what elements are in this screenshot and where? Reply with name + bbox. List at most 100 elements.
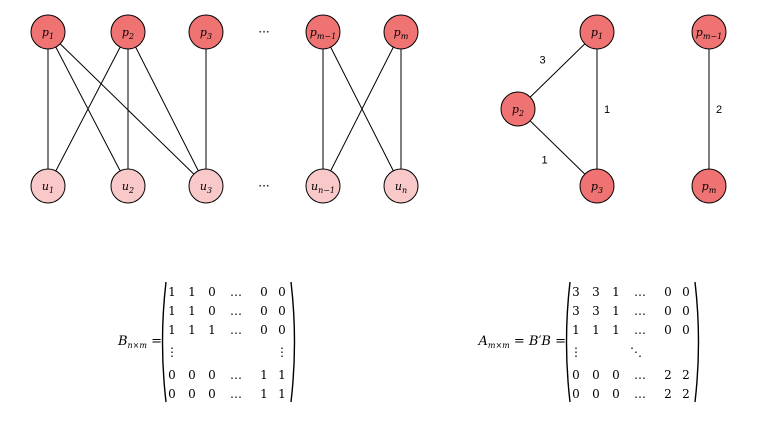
matrix-cell: 0 <box>208 368 216 382</box>
matrix-cell: ⋮ <box>276 345 288 359</box>
matrix-cell: … <box>634 387 646 401</box>
user-node-3 <box>188 168 224 204</box>
user-node-2 <box>110 168 146 204</box>
matrix-cell: 1 <box>260 387 268 401</box>
product-node-3-label: p3 <box>200 26 212 41</box>
matrix-cell: 0 <box>208 285 216 299</box>
projection-node-2 <box>500 91 536 127</box>
matrix-cell: 0 <box>612 387 620 401</box>
matrix-cell: … <box>634 304 646 318</box>
matrix-cell: 0 <box>592 368 600 382</box>
projection-node-4 <box>691 14 727 50</box>
user-node-5 <box>383 168 419 204</box>
matrix-right-paren <box>694 281 700 403</box>
matrix-cell: 0 <box>278 323 286 337</box>
projection-edge <box>517 31 598 110</box>
matrix-cell: 1 <box>278 368 286 382</box>
matrix-cell: 1 <box>612 323 620 337</box>
projection-node-3 <box>579 168 615 204</box>
bipartite-edges <box>47 31 402 187</box>
matrix-cell: 2 <box>682 368 690 382</box>
matrix-cell: 3 <box>572 304 580 318</box>
matrix-a-label: Am×m = B′B = <box>477 334 566 350</box>
matrix-cell: 1 <box>188 304 196 318</box>
matrix-cell: … <box>230 285 242 299</box>
projection-node-3-label: p3 <box>591 180 603 195</box>
matrix-cell: ⋱ <box>630 345 642 359</box>
edge-weight-label: 1 <box>604 104 610 116</box>
product-node-3 <box>188 14 224 50</box>
projection-node-1 <box>579 14 615 50</box>
matrix-cell: 1 <box>278 387 286 401</box>
matrix-cell: … <box>230 323 242 337</box>
matrix-cell: ⋮ <box>166 345 178 359</box>
matrix-right-paren <box>290 281 296 403</box>
matrix-cell: ⋮ <box>570 345 582 359</box>
matrix-cell: … <box>230 387 242 401</box>
product-node-4-label: pm−1 <box>310 26 336 41</box>
matrix-cell: 2 <box>664 387 672 401</box>
matrix-cell: 0 <box>208 304 216 318</box>
matrix-cell: 3 <box>572 285 580 299</box>
product-node-5-label: pm <box>394 26 409 41</box>
matrix-cell: … <box>634 368 646 382</box>
edge-weight-label: 1 <box>541 155 547 167</box>
matrix-cell: 0 <box>260 323 268 337</box>
matrix-cell: 0 <box>168 368 176 382</box>
matrix-cell: 0 <box>188 387 196 401</box>
matrix-cell: 1 <box>260 368 268 382</box>
user-node-5-label: un <box>395 180 407 195</box>
projection-node-5-label: pm <box>702 180 717 195</box>
matrix-cell: 1 <box>188 285 196 299</box>
product-ellipsis: ··· <box>258 25 269 39</box>
product-node-5 <box>383 14 419 50</box>
matrix-cell: 1 <box>572 323 580 337</box>
matrix-cell: 0 <box>682 285 690 299</box>
user-node-3-label: u3 <box>200 180 212 195</box>
bipartite-edge <box>47 31 207 187</box>
matrix-cell: 3 <box>592 285 600 299</box>
projection-edges: 3 1 1 2 <box>517 31 722 187</box>
matrix-cell: 1 <box>208 323 216 337</box>
matrix-cell: 1 <box>592 323 600 337</box>
user-node-4-label: un−1 <box>311 180 335 195</box>
edge-weight-label: 3 <box>539 55 545 67</box>
projection-node-5 <box>691 168 727 204</box>
projection-edge <box>517 108 598 187</box>
matrix-cell: 0 <box>664 304 672 318</box>
edge-weight-label: 2 <box>716 104 722 116</box>
projection-node-1-label: p1 <box>591 26 603 41</box>
product-node-1 <box>30 14 66 50</box>
matrix-cell: 0 <box>682 304 690 318</box>
matrix-cell: 0 <box>664 285 672 299</box>
matrix-cell: 1 <box>612 285 620 299</box>
matrix-cell: … <box>230 304 242 318</box>
matrix-cell: 0 <box>208 387 216 401</box>
matrix-cell: 0 <box>612 368 620 382</box>
user-node-1-label: u1 <box>42 180 54 195</box>
projection-node-4-label: pm−1 <box>696 26 722 41</box>
bipartite-edge <box>47 31 129 187</box>
matrix-cell: 0 <box>168 387 176 401</box>
bipartite-edge <box>322 31 402 187</box>
matrix-cell: 1 <box>612 304 620 318</box>
matrix-cell: 0 <box>572 387 580 401</box>
matrix-left-paren <box>161 281 167 403</box>
matrix-cell: 0 <box>592 387 600 401</box>
matrix-cell: 0 <box>260 304 268 318</box>
user-ellipsis: ··· <box>258 179 269 193</box>
matrix-cell: … <box>634 285 646 299</box>
matrix-cell: 0 <box>188 368 196 382</box>
matrix-cell: 0 <box>572 368 580 382</box>
matrix-cell: 3 <box>592 304 600 318</box>
matrix-cell: 1 <box>188 323 196 337</box>
bipartite-edge <box>127 31 207 187</box>
matrix-b-label: Bn×m = <box>117 334 162 350</box>
product-node-2-label: p2 <box>122 26 134 41</box>
